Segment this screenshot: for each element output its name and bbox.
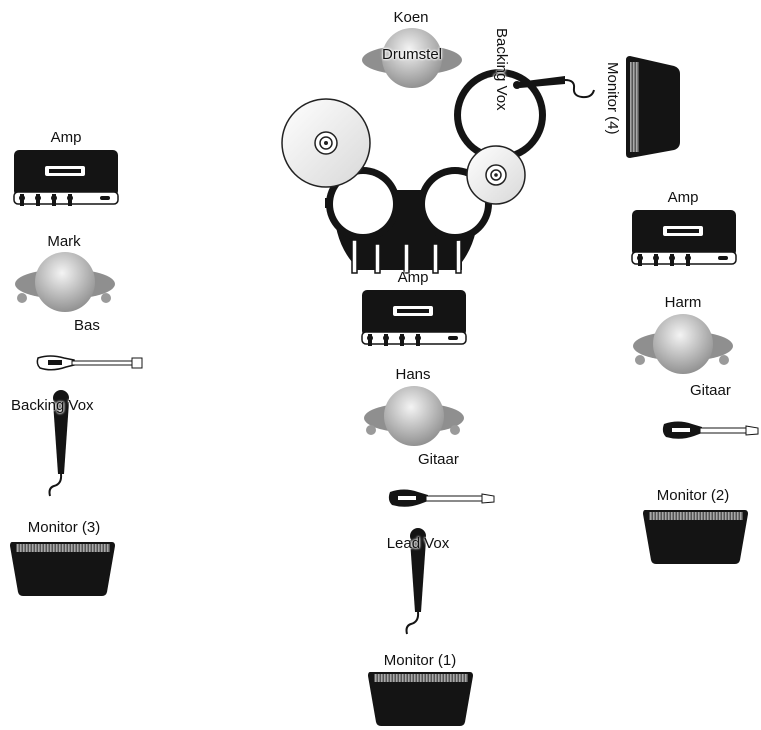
drumkit-label: Drumstel (381, 46, 443, 63)
microphone-left-icon (48, 390, 69, 497)
monitor-2-label: Monitor (2) (656, 487, 730, 504)
right-guitar-label: Gitaar (690, 382, 731, 399)
left-backing-vox-label: Backing Vox (11, 397, 94, 414)
center-guitar-label: Gitaar (418, 451, 459, 468)
microphone-lead-icon (405, 528, 426, 635)
guitarist-right-person-icon (633, 314, 733, 374)
monitor-1-label: Monitor (1) (383, 652, 457, 669)
monitor-3-label: Monitor (3) (27, 519, 101, 536)
bassist-name-label: Mark (47, 233, 81, 250)
lead-vox-label: Lead Vox (386, 535, 450, 552)
bass-guitar-icon (36, 355, 143, 371)
monitor-4-icon (626, 56, 680, 158)
amp-left-label: Amp (50, 129, 82, 146)
center-guitarist-name-label: Hans (395, 366, 431, 383)
bass-label: Bas (74, 317, 100, 334)
bassist-person-icon (15, 252, 115, 312)
amp-left-icon (13, 150, 119, 206)
monitor-4-label: Monitor (4) (604, 62, 621, 135)
monitor-1-icon (368, 672, 473, 726)
guitar-right-icon (662, 421, 759, 439)
amp-right-icon (631, 210, 737, 266)
amp-center-icon (361, 290, 467, 346)
drummer-person-icon (362, 28, 462, 88)
guitarist-center-person-icon (364, 386, 464, 446)
monitor-2-icon (643, 510, 748, 564)
guitar-center-icon (388, 489, 495, 507)
amp-center-label: Amp (397, 269, 429, 286)
drum-backing-vox-label: Backing Vox (493, 28, 510, 111)
drummer-name-label: Koen (393, 9, 429, 26)
right-guitarist-name-label: Harm (664, 294, 702, 311)
monitor-3-icon (10, 542, 115, 596)
amp-right-label: Amp (667, 189, 699, 206)
